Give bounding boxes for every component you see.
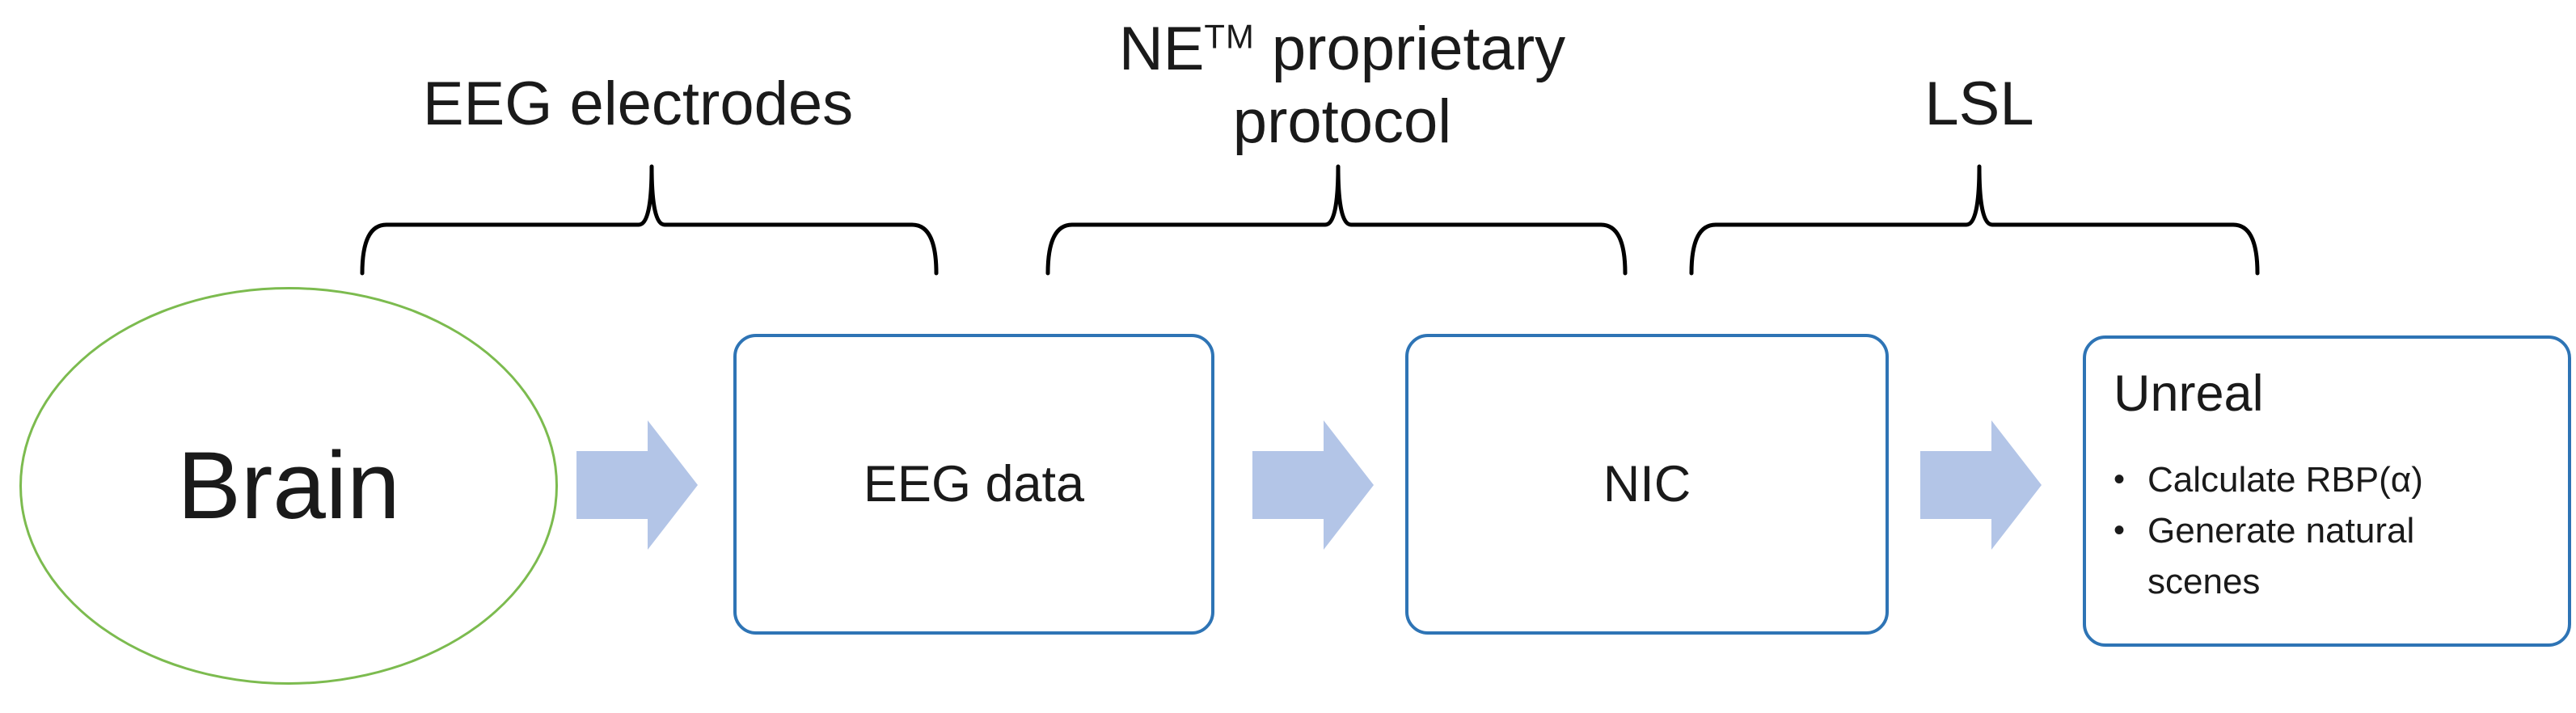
label-ne-text: NE [1118,15,1205,83]
flow-arrow-1-icon [576,420,698,550]
node-unreal: Unreal • Calculate RBP(α) • Generate nat… [2083,335,2571,647]
flow-arrow-3-icon [1920,420,2042,550]
bullet-icon: • [2114,462,2126,498]
bullet-text-generate-scenes: Generate natural scenes [2147,511,2415,602]
node-eeg-data: EEG data [733,334,1214,635]
label-protocol-text: protocol [1232,86,1452,156]
node-nic: NIC [1405,334,1889,635]
brace-lsl [1689,164,2260,276]
node-unreal-bullet-list: • Calculate RBP(α) • Generate natural sc… [2114,454,2552,607]
node-eeg-data-label: EEG data [863,455,1085,513]
label-ne-proprietary-protocol: NETM proprietary protocol [1119,13,1565,158]
label-lsl: LSL [1924,70,2034,138]
list-item: • Generate natural scenes [2114,505,2552,607]
bullet-text-calculate-rbp: Calculate RBP(α) [2147,460,2423,500]
label-eeg-electrodes: EEG electrodes [422,70,854,138]
node-brain-label: Brain [177,432,400,539]
label-proprietary-text: proprietary [1254,15,1566,83]
trademark-superscript: TM [1204,17,1255,56]
brace-eeg-electrodes [360,164,939,276]
flow-arrow-2-icon [1252,420,1374,550]
node-brain: Brain [19,287,558,685]
list-item: • Calculate RBP(α) [2114,454,2552,505]
bullet-icon: • [2114,513,2126,549]
node-nic-label: NIC [1603,455,1691,513]
brace-ne-protocol [1045,164,1628,276]
node-unreal-title: Unreal [2114,365,2264,422]
